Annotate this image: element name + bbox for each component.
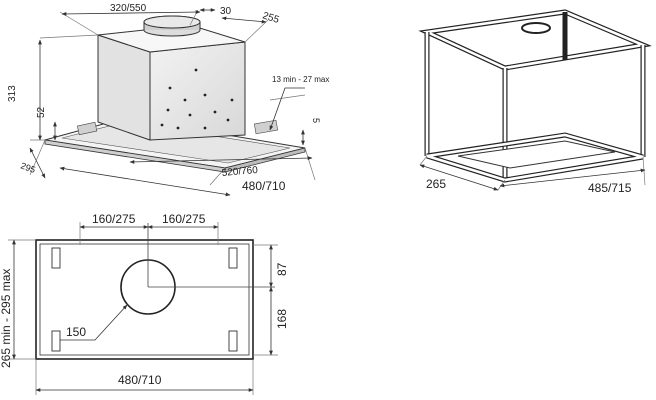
dim-line-top-depth xyxy=(221,16,267,24)
dim-plan-total-width-label: 480/710 xyxy=(118,373,162,387)
dim-lower-height-label: 52 xyxy=(36,106,47,118)
dim-upper-label: 87 xyxy=(275,262,289,276)
dim-hole-diameter-leader xyxy=(60,304,128,341)
slot-top-left xyxy=(51,247,61,269)
dim-cutout-depth-label: 265 min - 295 max xyxy=(0,269,13,368)
dim-line-depth xyxy=(29,147,46,179)
dim-top-depth-label: 255 xyxy=(261,10,281,26)
cutout-inner-edge xyxy=(39,243,250,356)
dim-clearance-label: 13 min - 27 max xyxy=(272,75,329,84)
dim-top-width-label: 320/550 xyxy=(110,3,147,14)
dim-small-label: 5 xyxy=(311,118,321,123)
hood-screws xyxy=(160,68,234,130)
filter-clip-left xyxy=(77,121,98,136)
dim-lower-label: 168 xyxy=(275,309,289,329)
hood-unit-isometric-view: 320/550 30 255 313 52 13 min - 27 max 5 … xyxy=(7,3,329,197)
dim-line-frame-width xyxy=(129,156,313,164)
dim-frame-width-label: 520/760 xyxy=(221,165,258,179)
dim-right-offset-label: 160/275 xyxy=(162,212,206,226)
dim-line-total-width xyxy=(59,166,231,197)
dim-cabinet-width-label: 485/715 xyxy=(588,181,632,195)
slot-top-right xyxy=(228,247,238,269)
hood-box-side-face xyxy=(149,41,246,141)
dim-outlet-depth-label: 30 xyxy=(220,6,232,17)
filter-clip-right xyxy=(253,119,279,135)
cabinet-outlet-hole xyxy=(521,22,551,34)
dim-line-top-width xyxy=(61,10,201,16)
dim-hole-diameter-label: 150 xyxy=(66,325,86,339)
cutout-outer-edge xyxy=(35,239,254,360)
cabinet-bottom-cutout xyxy=(457,140,616,169)
dim-total-width-label: 480/710 xyxy=(242,179,286,193)
cabinet-isometric-view: 265 485/715 xyxy=(418,9,652,195)
dim-height-label: 313 xyxy=(7,85,18,102)
dim-line-cabinet-width xyxy=(499,168,646,188)
dim-line-cabinet-depth xyxy=(419,164,499,191)
dim-left-offset-label: 160/275 xyxy=(92,212,136,226)
hood-filter-panel xyxy=(61,121,291,164)
hood-box-front-face xyxy=(97,34,151,141)
dim-depth-label: 295 xyxy=(19,160,37,175)
dim-cabinet-depth-label: 265 xyxy=(426,177,446,191)
slot-bottom-left xyxy=(51,330,61,352)
slot-bottom-right xyxy=(228,330,238,352)
cutout-plan-view: 160/275 160/275 265 min - 295 max 87 168… xyxy=(0,212,289,395)
hood-outlet-top xyxy=(143,15,201,29)
